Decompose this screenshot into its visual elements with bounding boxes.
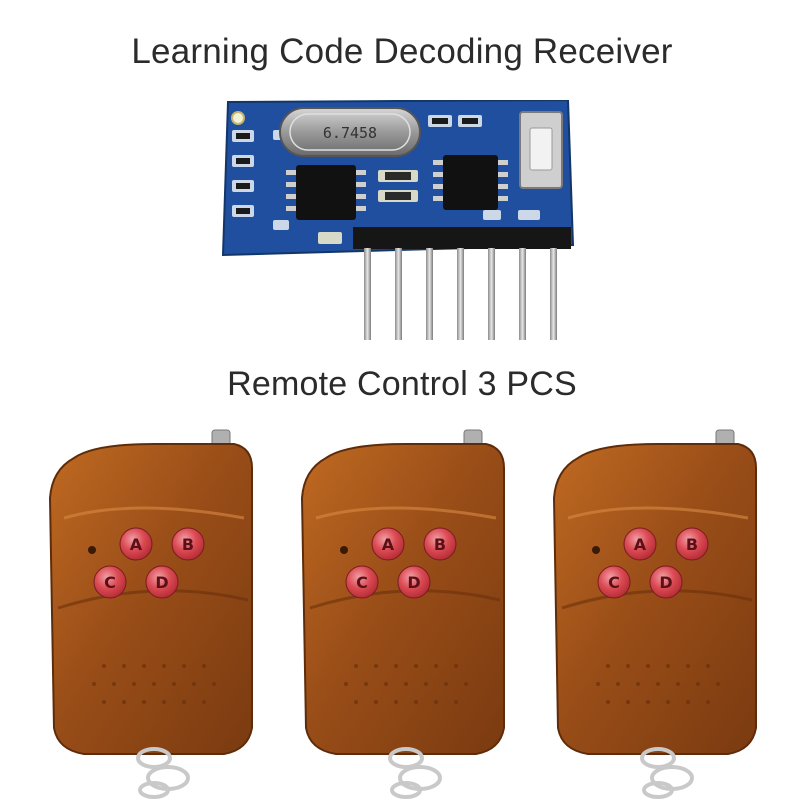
svg-text:A: A: [130, 535, 143, 554]
svg-text:D: D: [659, 573, 672, 592]
crystal-oscillator: 6.7458: [279, 107, 421, 157]
svg-text:A: A: [382, 535, 395, 554]
keyring: [640, 747, 694, 799]
button-a[interactable]: A: [623, 527, 657, 561]
svg-text:C: C: [104, 573, 116, 592]
button-d[interactable]: D: [397, 565, 431, 599]
ic-chip-2: [433, 155, 508, 210]
svg-text:C: C: [356, 573, 368, 592]
button-a[interactable]: A: [119, 527, 153, 561]
button-c[interactable]: C: [93, 565, 127, 599]
receiver-module: 6.7458: [221, 100, 575, 340]
learn-button: [519, 111, 563, 189]
header-pins: [364, 248, 557, 340]
ic-chip-1: [286, 165, 366, 220]
button-b[interactable]: B: [675, 527, 709, 561]
led-indicator: [88, 546, 96, 554]
button-b[interactable]: B: [423, 527, 457, 561]
remote-control-1: A B C D: [48, 429, 253, 799]
product-title: Learning Code Decoding Receiver: [131, 32, 673, 71]
button-c[interactable]: C: [345, 565, 379, 599]
svg-text:B: B: [686, 535, 698, 554]
keyring: [136, 747, 190, 799]
remote-control-2: A B C D: [300, 429, 505, 799]
led-indicator: [340, 546, 348, 554]
button-c[interactable]: C: [597, 565, 631, 599]
crystal-marking: 6.7458: [323, 124, 377, 142]
button-d[interactable]: D: [145, 565, 179, 599]
button-b[interactable]: B: [171, 527, 205, 561]
remote-body: [300, 443, 505, 755]
svg-text:D: D: [407, 573, 420, 592]
svg-text:C: C: [608, 573, 620, 592]
remote-body: [552, 443, 757, 755]
product-subtitle: Remote Control 3 PCS: [227, 365, 577, 403]
svg-text:B: B: [434, 535, 446, 554]
svg-text:B: B: [182, 535, 194, 554]
mount-hole: [231, 111, 245, 125]
pin-header: [353, 227, 571, 249]
remote-body: [48, 443, 253, 755]
svg-text:D: D: [155, 573, 168, 592]
svg-text:A: A: [634, 535, 647, 554]
remote-control-3: A B C D: [552, 429, 757, 799]
button-d[interactable]: D: [649, 565, 683, 599]
keyring: [388, 747, 442, 799]
led-indicator: [592, 546, 600, 554]
button-a[interactable]: A: [371, 527, 405, 561]
